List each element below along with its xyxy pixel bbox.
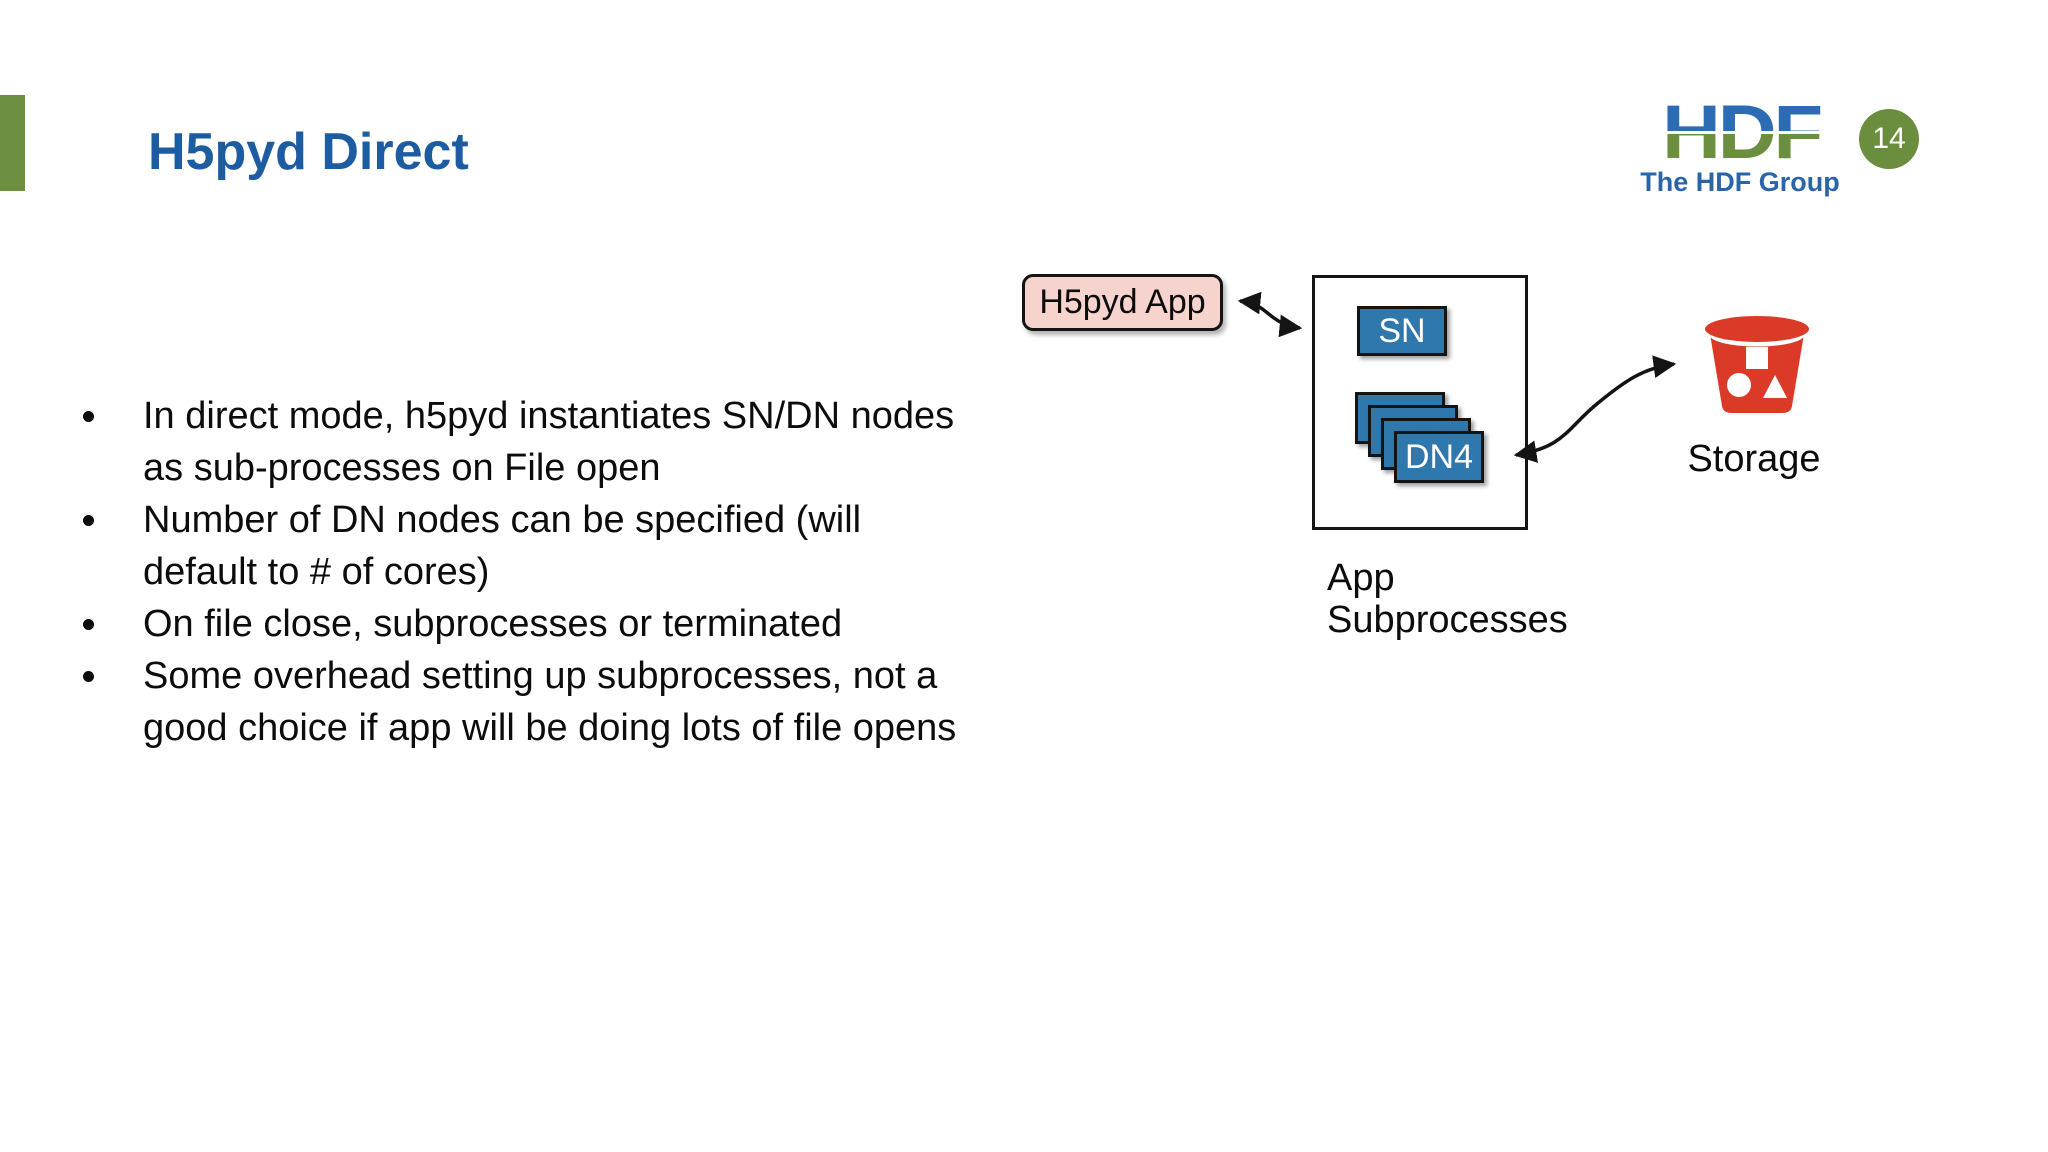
h5pyd-app-label: H5pyd App bbox=[1039, 283, 1206, 321]
dn4-node-label: DN4 bbox=[1404, 437, 1474, 476]
accent-bar bbox=[0, 95, 25, 191]
bullet-item: In direct mode, h5pyd instantiates SN/DN… bbox=[66, 390, 1166, 494]
storage-label: Storage bbox=[1687, 438, 1821, 480]
hdf-logo-caption: The HDF Group bbox=[1640, 167, 1840, 197]
hdf-logo-text-bottom: HDF bbox=[1662, 99, 1821, 163]
bullet-list: In direct mode, h5pyd instantiates SN/DN… bbox=[66, 390, 1166, 754]
sn-node-label: SN bbox=[1378, 311, 1426, 350]
page-title: H5pyd Direct bbox=[148, 123, 469, 181]
page-number: 14 bbox=[1872, 122, 1906, 155]
sn-node-box: SN bbox=[1357, 306, 1447, 356]
dn4-node-box: DN4 bbox=[1394, 431, 1484, 483]
hdf-logo-text-top: HDF bbox=[1662, 99, 1821, 163]
page-number-badge: 14 bbox=[1859, 109, 1919, 169]
double-arrow-dn-storage-icon bbox=[1513, 355, 1677, 463]
bullet-item: On file close, subprocesses or terminate… bbox=[66, 598, 1166, 650]
storage-bucket-icon bbox=[1705, 316, 1809, 413]
double-arrow-app-container-icon bbox=[1237, 291, 1303, 338]
h5pyd-app-box: H5pyd App bbox=[1022, 274, 1223, 331]
bullet-item: Some overhead setting up subprocesses, n… bbox=[66, 650, 1166, 754]
hdf-logo-icon: HDF HDF bbox=[1662, 99, 1822, 163]
subprocess-label: App Subprocesses bbox=[1327, 557, 1568, 641]
bullet-item: Number of DN nodes can be specified (wil… bbox=[66, 494, 1166, 598]
